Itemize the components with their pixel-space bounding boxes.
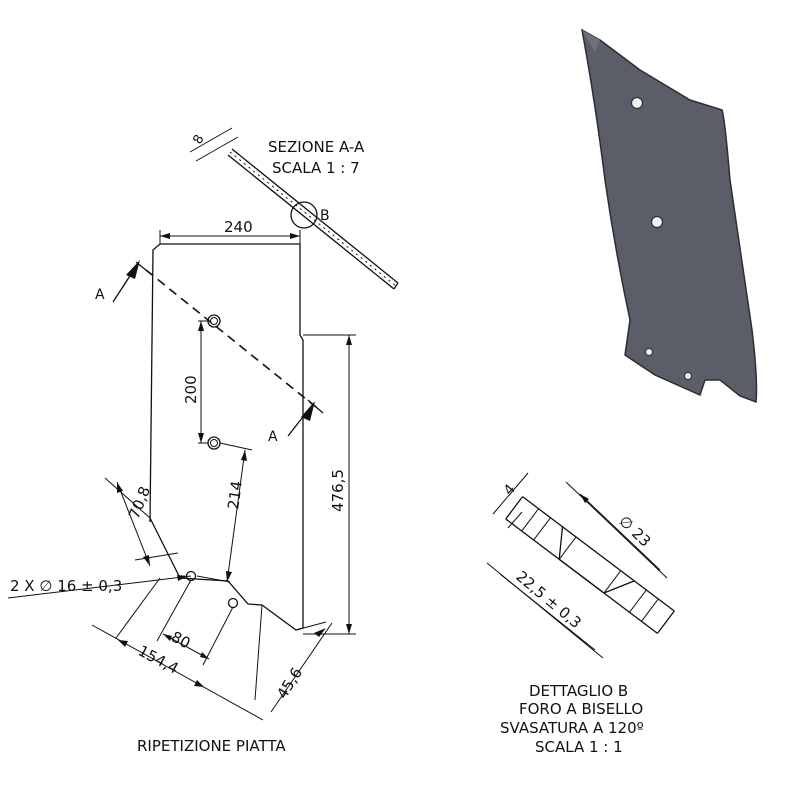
section-plate (227, 148, 399, 290)
hole-lower-right (227, 597, 239, 609)
part-hole-2 (650, 215, 664, 229)
part-hole-4 (684, 372, 692, 380)
flat-view-label: RIPETIZIONE PIATTA (137, 737, 286, 755)
section-line (145, 269, 317, 408)
section-title: SEZIONE A-A (268, 138, 365, 156)
section-mark-left: A (95, 287, 105, 303)
detail-scale: SCALA 1 : 1 (535, 738, 623, 756)
detail-b: 4 ∅ 23 22,5 ± 0,3 DETTAGLIO B FORO A BIS… (486, 472, 675, 756)
dim-154-4: 154,4 (135, 642, 181, 678)
plate-outline (149, 243, 304, 631)
section-mark-right: A (268, 429, 278, 445)
section-a-a: SEZIONE A-A SCALA 1 : 7 8 B (189, 127, 399, 290)
part-3d-render (580, 28, 758, 404)
dim-holes: 2 X ∅ 16 ± 0,3 (10, 577, 122, 595)
detail-depth: 22,5 ± 0,3 (512, 567, 584, 632)
flat-view: A A 240 476,5 200 214 (7, 218, 356, 755)
detail-b-circle (290, 201, 318, 229)
dim-hole-spacing: 200 (182, 375, 200, 404)
dim-width: 240 (224, 218, 253, 236)
detail-line3: SVASATURA A 120º (500, 719, 644, 737)
part-body (580, 28, 758, 404)
part-hole-3 (645, 348, 653, 356)
detail-line2: FORO A BISELLO (519, 700, 643, 718)
dim-diagonal: 214 (224, 480, 246, 511)
dim-height: 476,5 (329, 469, 347, 512)
dim-corner-right: 45,6 (273, 664, 306, 702)
detail-b-callout: B (320, 208, 330, 224)
detail-title: DETTAGLIO B (529, 682, 628, 700)
part-hole-1 (630, 96, 644, 110)
detail-diameter: ∅ 23 (615, 512, 654, 551)
section-scale: SCALA 1 : 7 (272, 159, 360, 177)
detail-dim-4: 4 (501, 481, 519, 498)
section-thickness: 8 (190, 132, 207, 147)
hole-middle (207, 436, 221, 450)
